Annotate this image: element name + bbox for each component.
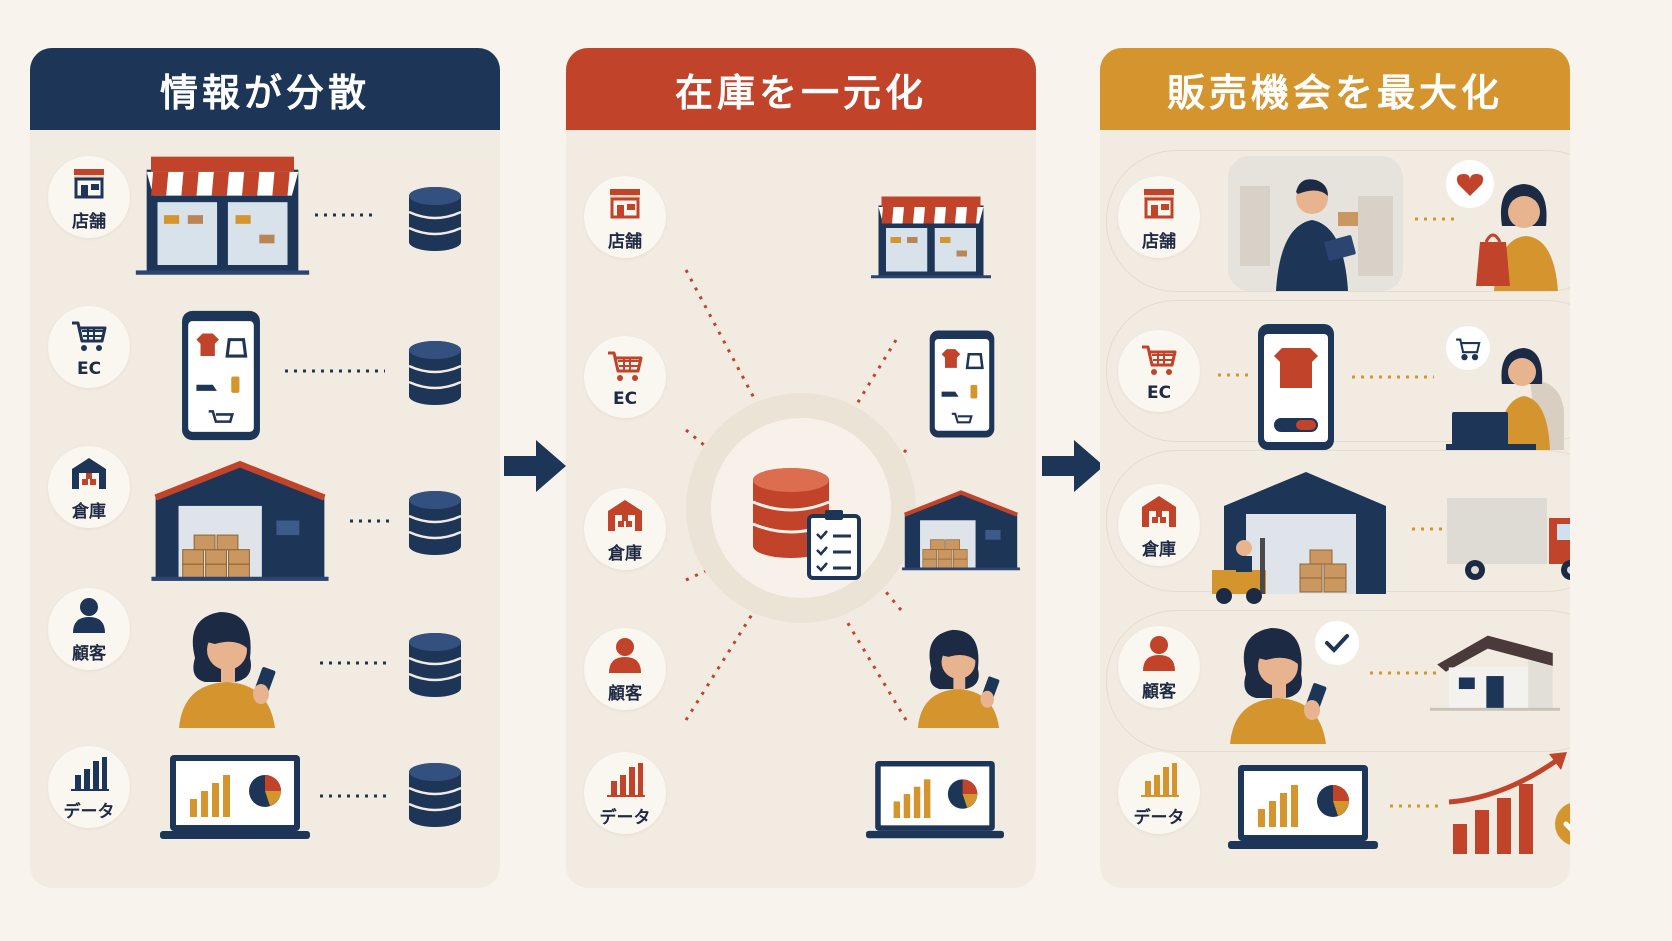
row-label: EC: [1146, 383, 1172, 403]
row-store: 店舗: [584, 176, 666, 258]
database-icon: [405, 630, 465, 700]
panel-title: 販売機会を最大化: [1100, 48, 1570, 130]
delivery-truck-illustration: [1445, 488, 1570, 588]
panel-centralized: 在庫を一元化: [566, 48, 1036, 888]
row-ec: EC: [1118, 330, 1200, 412]
smartphone-illustration: [180, 308, 262, 443]
dotted-connector: [1370, 671, 1442, 675]
warehouse-forklift-illustration: [1212, 472, 1386, 604]
storefront-illustration: [135, 148, 310, 278]
row-data: データ: [584, 752, 666, 834]
row-store: 店舗: [48, 156, 130, 238]
cart-icon: [605, 345, 645, 385]
panel-title: 情報が分散: [30, 48, 500, 130]
row-label: 倉庫: [608, 543, 642, 564]
dotted-connector: [320, 661, 390, 665]
warehouse-illustration: [145, 458, 335, 583]
row-label: 店舗: [1142, 231, 1176, 252]
person-icon: [1139, 633, 1179, 673]
row-data: データ: [48, 746, 130, 828]
clipboard-checklist-icon: [807, 510, 861, 580]
checkmark-bubble-icon: [1315, 621, 1359, 665]
row-label: 店舗: [608, 231, 642, 252]
bar-chart-icon: [69, 753, 109, 793]
store-icon: [605, 183, 645, 223]
dotted-connector: [1352, 375, 1434, 379]
dotted-connector: [315, 213, 375, 217]
store-icon: [1139, 183, 1179, 223]
growth-chart-illustration: [1445, 748, 1570, 858]
staff-with-tablet-illustration: [1228, 156, 1403, 291]
laptop-chart-illustration: [866, 758, 1004, 843]
smartphone-illustration: [928, 324, 996, 444]
dotted-connector: [350, 519, 395, 523]
database-icon: [405, 338, 465, 408]
row-label: 店舗: [72, 211, 106, 232]
cart-icon: [1456, 338, 1481, 361]
panel-scattered: 情報が分散 店舗 EC 倉庫 顧客 データ: [30, 48, 500, 888]
row-label: 倉庫: [1142, 539, 1176, 560]
dotted-connector: [320, 794, 390, 798]
row-data: データ: [1118, 752, 1200, 834]
central-inventory-hub: [686, 393, 916, 623]
database-icon: [405, 184, 465, 254]
row-label: データ: [599, 807, 651, 828]
row-label: 顧客: [72, 643, 106, 664]
row-warehouse: 倉庫: [48, 446, 130, 528]
row-label: 倉庫: [72, 501, 106, 522]
row-ec: EC: [584, 336, 666, 418]
lane-ec: [1106, 300, 1570, 442]
panel-title: 在庫を一元化: [566, 48, 1036, 130]
bar-chart-icon: [1139, 759, 1179, 799]
shopper-with-bag-illustration: [1446, 160, 1558, 291]
storefront-illustration: [871, 188, 991, 283]
smartphone-product-illustration: [1258, 324, 1334, 450]
database-icon: [405, 760, 465, 830]
warehouse-icon: [69, 453, 109, 493]
arrow-right-icon: [504, 440, 566, 492]
database-icon: [405, 488, 465, 558]
lane-customer: [1106, 610, 1570, 752]
warehouse-icon: [1139, 491, 1179, 531]
shopper-with-laptop-illustration: [1446, 326, 1564, 450]
row-ec: EC: [48, 306, 130, 388]
warehouse-illustration: [902, 480, 1020, 580]
laptop-chart-illustration: [160, 753, 310, 843]
customer-illustration: [906, 618, 1016, 728]
row-label: 顧客: [1142, 681, 1176, 702]
lane-store: [1106, 150, 1570, 292]
row-warehouse: 倉庫: [584, 488, 666, 570]
home-delivery-illustration: [1430, 616, 1560, 726]
customer-with-phone-illustration: [165, 598, 295, 728]
row-label: データ: [63, 801, 115, 822]
heart-icon: [1456, 174, 1484, 196]
warehouse-icon: [605, 495, 645, 535]
dotted-connector: [1218, 373, 1248, 377]
row-label: データ: [1133, 807, 1185, 828]
store-icon: [69, 163, 109, 203]
row-customer: 顧客: [584, 628, 666, 710]
person-icon: [605, 635, 645, 675]
row-label: EC: [76, 359, 102, 379]
dotted-connector: [1415, 217, 1455, 221]
arrow-right-icon: [1042, 440, 1104, 492]
row-label: 顧客: [608, 683, 642, 704]
row-label: EC: [612, 389, 638, 409]
row-customer: 顧客: [48, 588, 130, 670]
person-icon: [69, 595, 109, 635]
row-customer: 顧客: [1118, 626, 1200, 708]
laptop-chart-illustration: [1228, 763, 1378, 853]
cart-icon: [1139, 339, 1179, 379]
cart-icon: [69, 315, 109, 355]
dotted-connector: [285, 369, 385, 373]
panel-maximize-sales: 販売機会を最大化 店舗 EC: [1100, 48, 1570, 888]
dotted-connector: [1412, 527, 1450, 531]
row-store: 店舗: [1118, 176, 1200, 258]
bar-chart-icon: [605, 759, 645, 799]
row-warehouse: 倉庫: [1118, 484, 1200, 566]
dotted-connector: [1390, 804, 1440, 808]
